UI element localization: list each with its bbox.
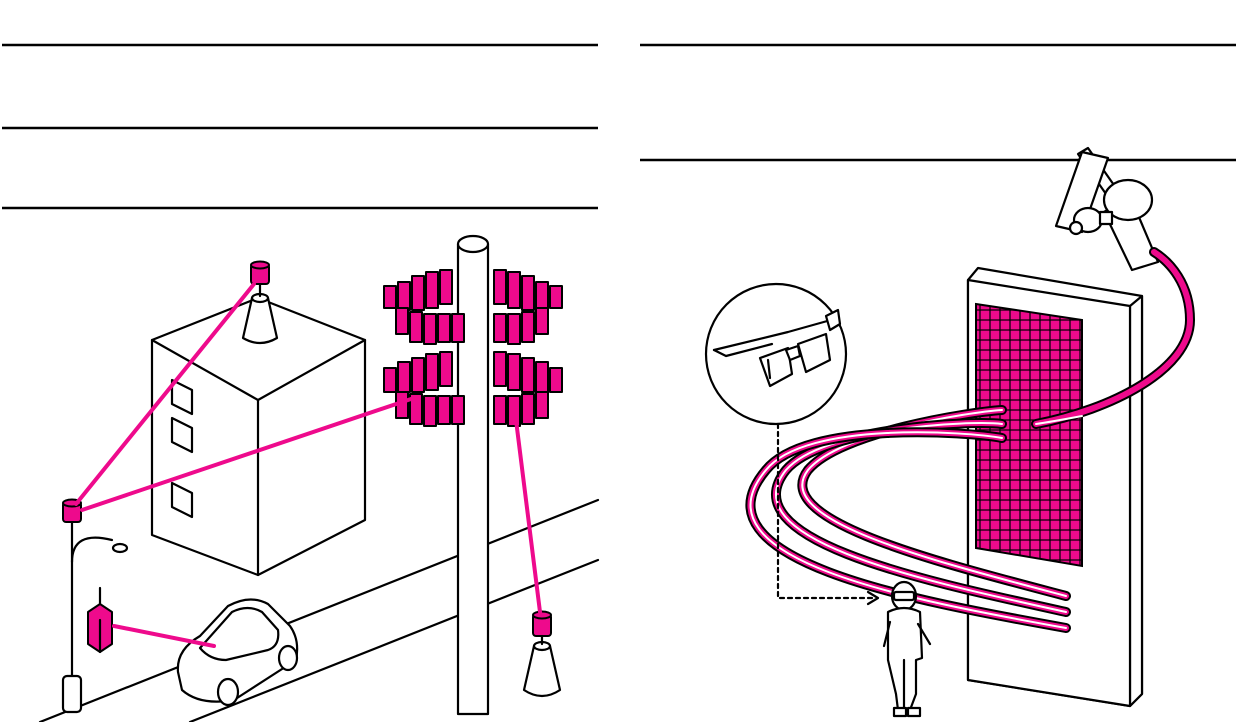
antenna-grid-facade	[975, 302, 1083, 568]
cell-tower	[456, 234, 490, 716]
left-illustration	[2, 43, 600, 722]
right-illustration-panel	[630, 0, 1240, 722]
tower-antenna-array-upper	[383, 269, 563, 345]
ground-antenna	[522, 610, 562, 698]
ar-glasses-icon	[712, 308, 842, 388]
tower-antenna-array-lower	[383, 351, 563, 427]
signal-links	[74, 282, 542, 648]
small-cell-box	[87, 586, 113, 654]
street-lamp	[61, 518, 129, 714]
person-with-ar-glasses	[882, 580, 932, 718]
satellite	[1054, 146, 1160, 272]
ar-glasses-callout	[704, 282, 880, 606]
building	[150, 296, 367, 577]
signal-waves	[745, 247, 1196, 633]
left-illustration-panel	[0, 0, 610, 722]
road	[38, 498, 600, 722]
right-illustration	[640, 43, 1236, 718]
connected-car	[176, 598, 299, 707]
rooftop-antenna	[241, 260, 279, 345]
